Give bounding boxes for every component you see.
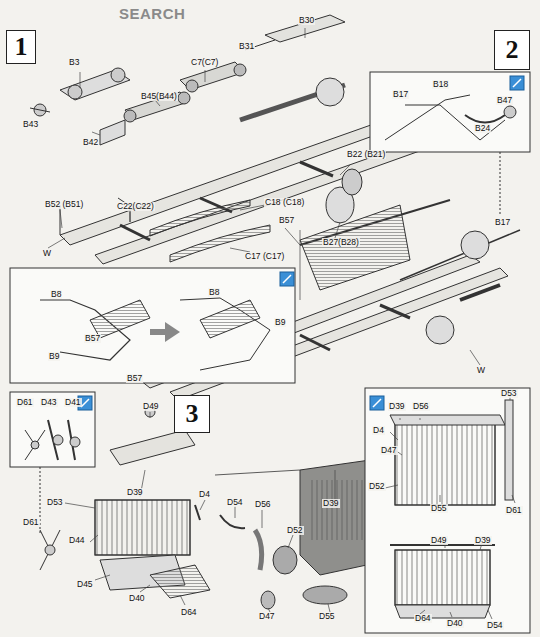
part-number: D53 (46, 498, 64, 507)
part-number: D52 (368, 482, 386, 491)
part-number: D47 (258, 612, 276, 621)
part-number: D61 (505, 506, 523, 515)
part-number: D45 (76, 580, 94, 589)
part-number: B18 (432, 80, 449, 89)
part-number: B24 (474, 124, 491, 133)
part-number: B17 (392, 90, 409, 99)
part-number: B3 (68, 58, 80, 67)
part-number: D4 (372, 426, 385, 435)
step-number-box: 1 (6, 30, 36, 64)
part-number: B42 (82, 138, 99, 147)
part-number: D55 (430, 504, 448, 513)
part-number: D64 (180, 608, 198, 617)
part-number: B22 (B21) (346, 150, 386, 159)
part-number: D61 (16, 398, 34, 407)
part-number: B57 (126, 374, 143, 383)
part-number: D52 (286, 526, 304, 535)
part-number: D39 (474, 536, 492, 545)
step-number-box: 3 (174, 395, 210, 433)
part-number: D64 (414, 614, 432, 623)
part-number: B9 (274, 318, 286, 327)
part-number: W (476, 366, 486, 375)
step-number: 3 (186, 401, 199, 427)
part-number: D49 (142, 402, 160, 411)
part-number: D39 (126, 488, 144, 497)
part-number: B9 (48, 352, 60, 361)
part-number: D54 (486, 621, 504, 630)
part-number: B31 (238, 42, 255, 51)
part-number: B30 (298, 16, 315, 25)
part-number: C17 (C17) (244, 252, 285, 261)
part-number: D44 (68, 536, 86, 545)
part-number: B57 (278, 216, 295, 225)
step-number-box: 2 (494, 30, 530, 70)
part-number: C18 (C18) (264, 198, 305, 207)
part-number: D53 (500, 389, 518, 398)
part-number: B27(B28) (322, 238, 360, 247)
part-number: W (42, 249, 52, 258)
step-number: 2 (506, 37, 519, 63)
part-number: D39 (388, 402, 406, 411)
part-number: B57 (84, 334, 101, 343)
part-number: D41 (64, 398, 82, 407)
step-number: 1 (15, 34, 28, 60)
watermark: SEARCH (118, 6, 186, 22)
part-number: D40 (446, 619, 464, 628)
part-number: B8 (208, 288, 220, 297)
part-number: C22(C22) (116, 202, 155, 211)
part-number: C7(C7) (190, 58, 219, 67)
part-number: B8 (50, 290, 62, 299)
part-number: D40 (128, 594, 146, 603)
part-number: D4 (198, 490, 211, 499)
part-number: D39 (322, 499, 340, 508)
part-number: D55 (318, 612, 336, 621)
part-number: B45(B44) (140, 92, 178, 101)
part-number: B52 (B51) (44, 200, 84, 209)
part-number: D61 (22, 518, 40, 527)
part-number: D56 (254, 500, 272, 509)
part-number: D49 (430, 536, 448, 545)
part-number: D47 (380, 446, 398, 455)
part-number: D43 (40, 398, 58, 407)
part-number: B17 (494, 218, 511, 227)
part-number: D54 (226, 498, 244, 507)
part-number: B47 (496, 96, 513, 105)
part-number: B43 (22, 120, 39, 129)
part-number: D56 (412, 402, 430, 411)
